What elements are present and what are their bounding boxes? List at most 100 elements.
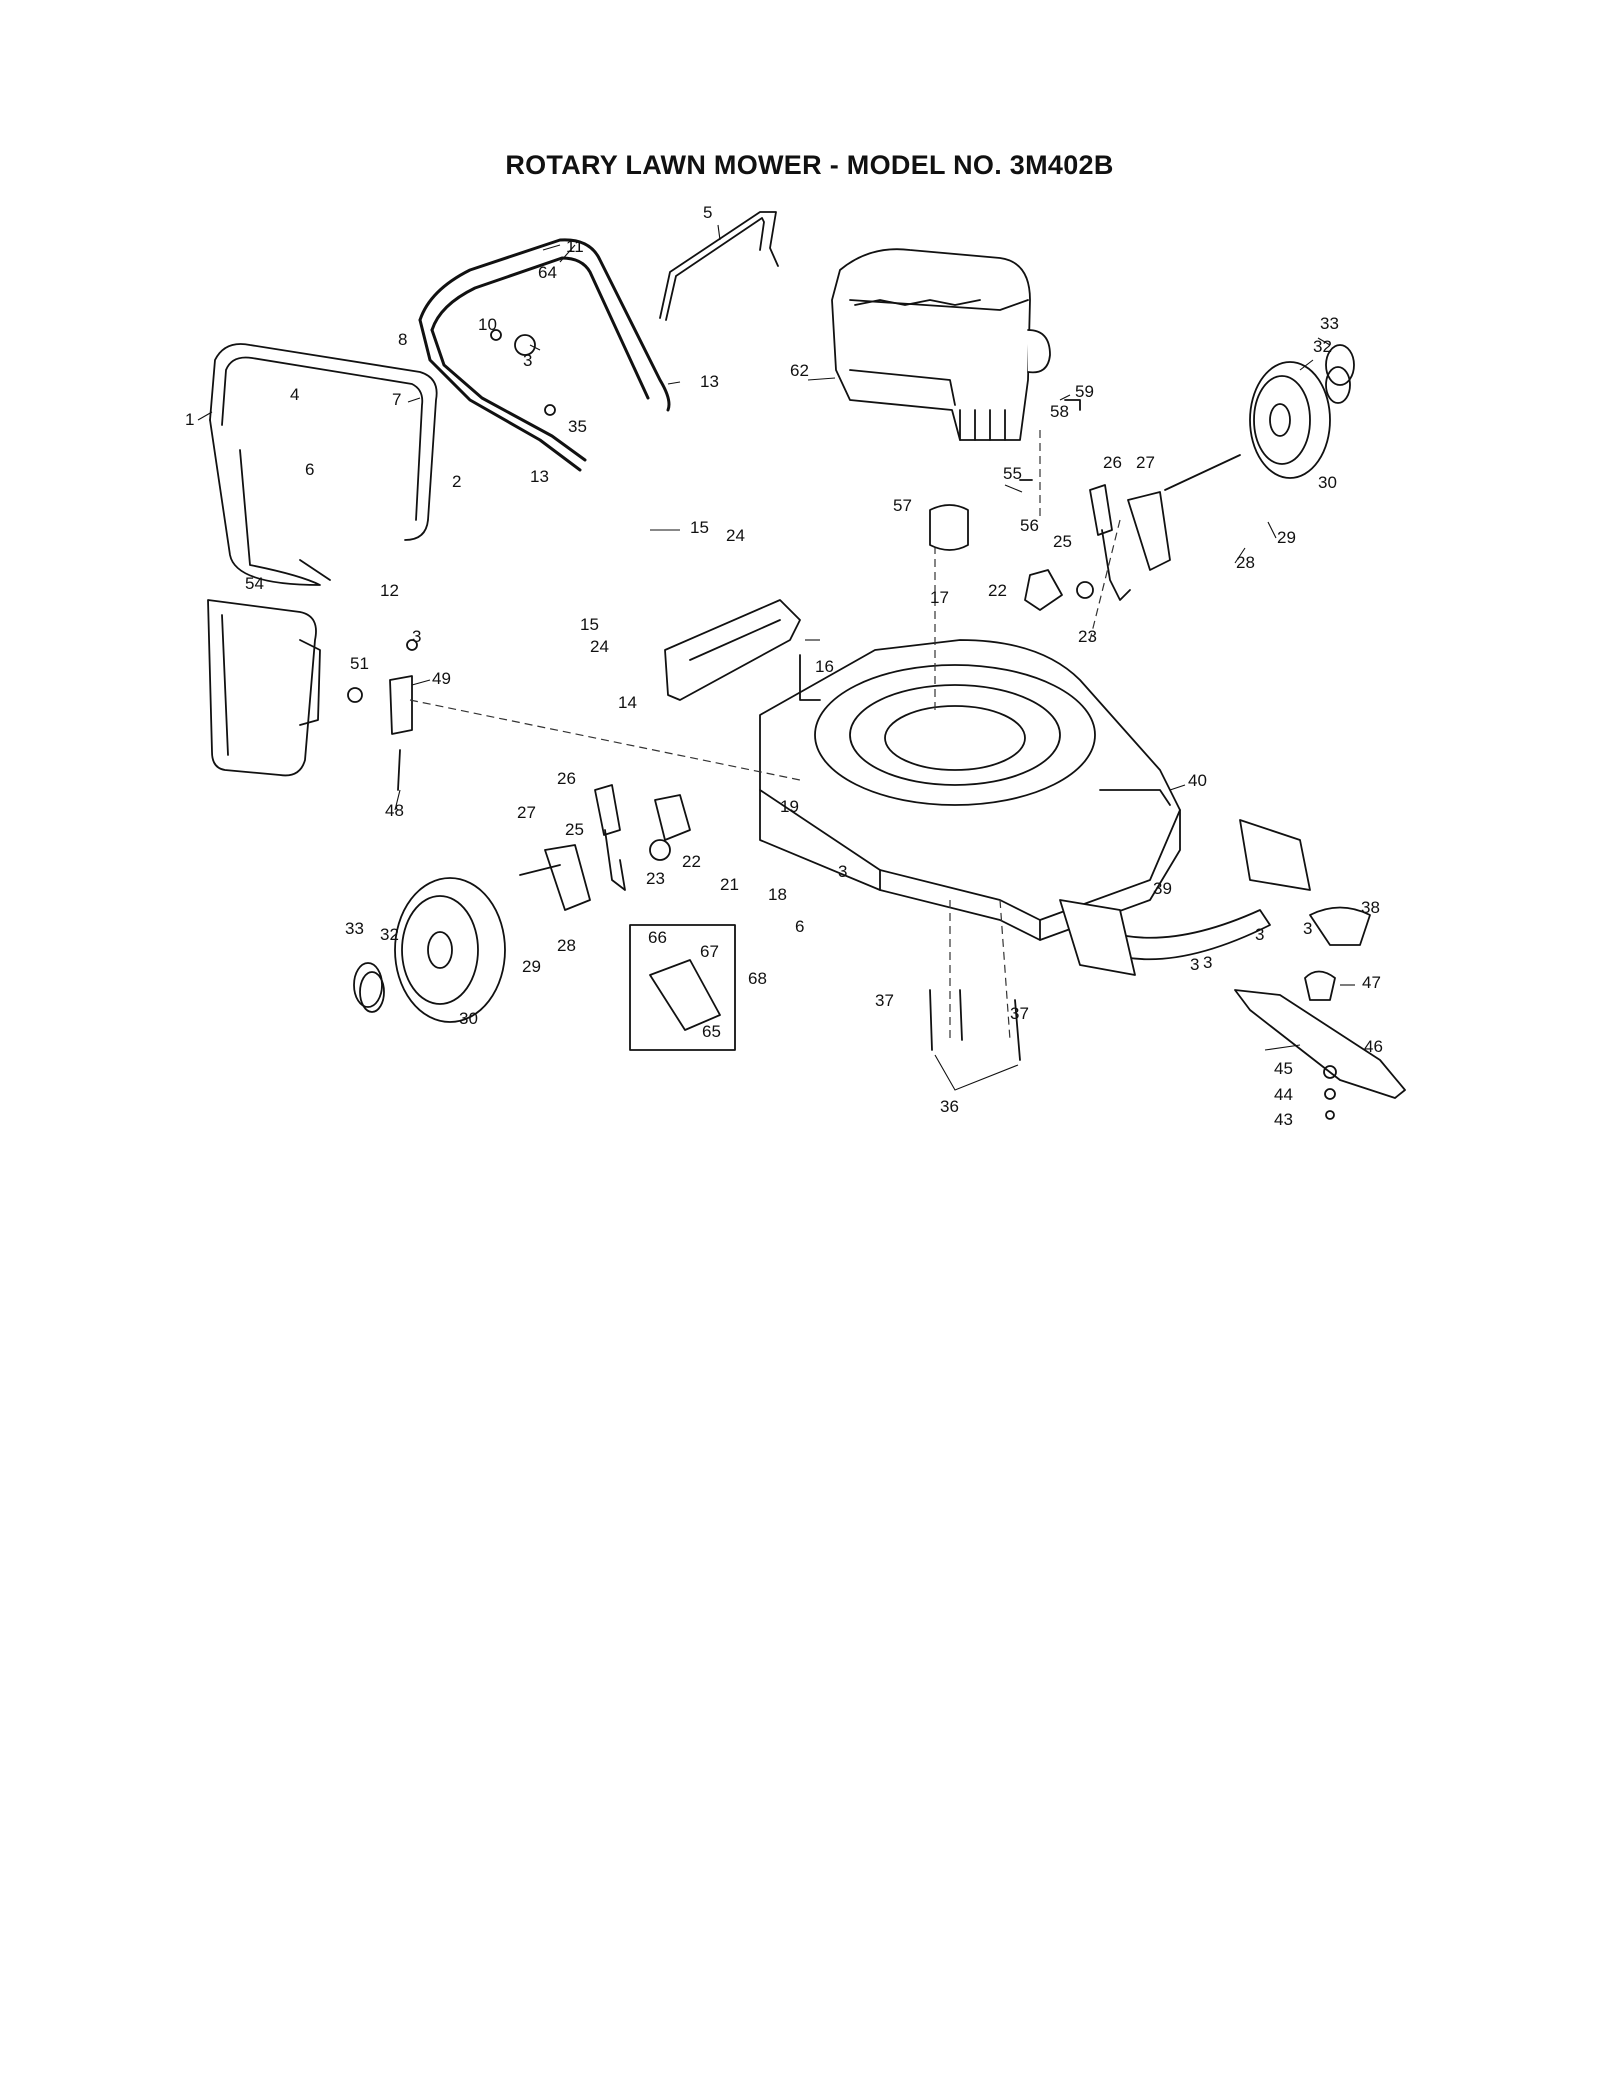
callout-label: 1 [185, 410, 194, 429]
callout-label: 13 [700, 372, 719, 391]
deflector-plate-part [1059, 899, 1136, 976]
small-hardware [347, 329, 1355, 1120]
callout-label: 44 [1274, 1085, 1293, 1104]
rear-bracket-part [664, 599, 801, 701]
callout-label: 16 [815, 657, 834, 676]
callout-label: 45 [1274, 1059, 1293, 1078]
callout-label: 4 [290, 385, 299, 404]
callout-label: 48 [385, 801, 404, 820]
callout-label: 13 [530, 467, 549, 486]
callout-label: 29 [1277, 528, 1296, 547]
callout-label: 3 [412, 627, 421, 646]
control-bail-part [659, 211, 779, 321]
callout-label: 57 [893, 496, 912, 515]
callout-label: 3 [838, 862, 847, 881]
rear-wheel-part [1249, 361, 1351, 479]
callout-label: 24 [590, 637, 609, 656]
callout-label: 30 [459, 1009, 478, 1028]
grass-bag-part [207, 599, 321, 777]
callout-label: 25 [565, 820, 584, 839]
callout-label: 51 [350, 654, 369, 673]
callout-label: 22 [682, 852, 701, 871]
engine-part [831, 248, 1051, 441]
upper-handle-part [209, 343, 438, 586]
callout-label: 21 [720, 875, 739, 894]
blade-adapter-part [1304, 970, 1336, 1001]
door-rod-part [397, 749, 401, 791]
blade-part [1234, 989, 1406, 1099]
callout-label: 26 [557, 769, 576, 788]
callout-label: 3 [1303, 919, 1312, 938]
callout-label: 24 [726, 526, 745, 545]
rear-height-adjuster-part [1089, 454, 1241, 601]
callout-label: 28 [1236, 553, 1255, 572]
side-plate-part [1239, 819, 1311, 891]
callout-label: 29 [522, 957, 541, 976]
callout-label: 18 [768, 885, 787, 904]
callout-label: 8 [398, 330, 407, 349]
callout-label: 59 [1075, 382, 1094, 401]
callout-label: 14 [618, 693, 637, 712]
callout-label: 5 [703, 203, 712, 222]
callout-label: 23 [646, 869, 665, 888]
callout-label: 54 [245, 574, 264, 593]
callout-label: 32 [380, 925, 399, 944]
rear-door-part [389, 675, 413, 735]
callout-label: 10 [478, 315, 497, 334]
callout-label: 25 [1053, 532, 1072, 551]
callout-leaders [197, 224, 1355, 1051]
callout-label: 6 [795, 917, 804, 936]
callout-label: 23 [1078, 627, 1097, 646]
callout-label: 40 [1188, 771, 1207, 790]
callout-label: 49 [432, 669, 451, 688]
callout-label: 17 [930, 588, 949, 607]
diagram-title: ROTARY LAWN MOWER - MODEL NO. 3M402B [505, 150, 1114, 180]
callout-label: 64 [538, 263, 557, 282]
assembly-guide-lines [409, 430, 1121, 1041]
callout-label: 30 [1318, 473, 1337, 492]
callout-label: 55 [1003, 464, 1022, 483]
callout-label: 15 [580, 615, 599, 634]
callout-label: 6 [305, 460, 314, 479]
callout-label: 37 [1010, 1004, 1029, 1023]
callout-label: 38 [1361, 898, 1380, 917]
mower-deck-part [759, 639, 1181, 941]
callout-label: 27 [1136, 453, 1155, 472]
callout-label: 12 [380, 581, 399, 600]
callout-label: 32 [1313, 337, 1332, 356]
callout-label: 11 [566, 237, 584, 256]
callout-label: 65 [702, 1022, 721, 1041]
accessory-inset [629, 924, 736, 1051]
callout-label: 3 [1190, 955, 1199, 974]
callout-label: 47 [1362, 973, 1381, 992]
callout-label: 3 [1255, 925, 1264, 944]
callout-label: 58 [1050, 402, 1069, 421]
callout-label: 68 [748, 969, 767, 988]
callout-label: 7 [392, 390, 401, 409]
front-height-adjuster-part [519, 784, 626, 911]
callout-label: 15 [690, 518, 709, 537]
lower-handle-part [418, 238, 671, 472]
callout-label: 33 [1320, 314, 1339, 333]
callout-label: 28 [557, 936, 576, 955]
callout-label: 43 [1274, 1110, 1293, 1129]
callout-label: 37 [875, 991, 894, 1010]
callout-label: 3 [1203, 953, 1212, 972]
callout-label: 2 [452, 472, 461, 491]
callout-label: 46 [1364, 1037, 1383, 1056]
callout-label: 22 [988, 581, 1007, 600]
callout-label: 35 [568, 417, 587, 436]
bolts-part [929, 989, 1021, 1091]
callout-labels: 1 2 3 3 3 3 3 3 3 4 5 6 6 7 8 10 11 12 1… [185, 203, 1383, 1129]
front-wheel-part [353, 877, 506, 1023]
mulch-plug-part [1309, 906, 1371, 946]
callout-label: 33 [345, 919, 364, 938]
callout-label: 66 [648, 928, 667, 947]
callout-label: 27 [517, 803, 536, 822]
callout-label: 3 [523, 351, 532, 370]
callout-label: 26 [1103, 453, 1122, 472]
callout-label: 67 [700, 942, 719, 961]
callout-label: 39 [1153, 879, 1172, 898]
